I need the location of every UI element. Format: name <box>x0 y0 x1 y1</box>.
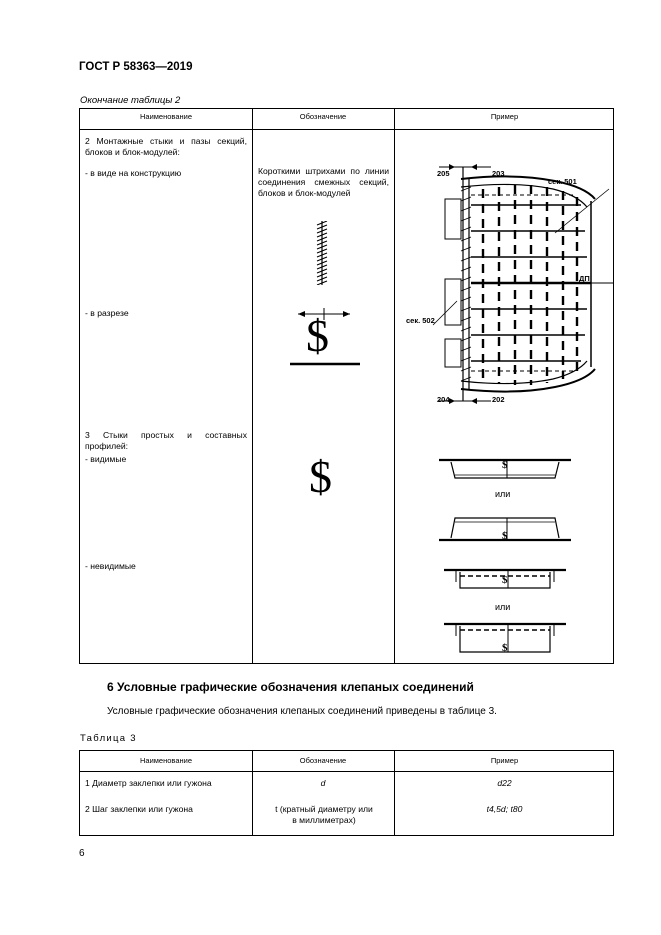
row-item: - видимые <box>85 454 127 464</box>
header-divider <box>80 129 613 130</box>
table-caption: Таблица 3 <box>80 733 137 744</box>
seam-mark: $ <box>502 459 508 471</box>
table-cell: 1 Диаметр заклепки или гужона <box>85 778 212 788</box>
visible-joint-examples <box>439 458 571 542</box>
or-text: или <box>495 489 511 499</box>
header-divider <box>80 771 613 772</box>
column-divider <box>252 751 253 835</box>
row-title: 3 Стыки простых и составных профилей: <box>85 430 247 451</box>
table-caption: Окончание таблицы 2 <box>80 95 181 106</box>
label-dp: ДП <box>579 274 590 283</box>
hull-blocks-drawing <box>432 164 613 404</box>
table-3: Наименование Обозначение Пример 1 Диамет… <box>79 750 614 836</box>
column-header-symbol: Обозначение <box>299 756 347 765</box>
seam-symbol-visible: $ <box>309 451 332 502</box>
column-header-example: Пример <box>490 112 519 121</box>
symbol-description: Короткими штрихами по линии соединения с… <box>258 166 389 198</box>
label-204: 204 <box>437 395 450 404</box>
label-203: 203 <box>492 169 505 178</box>
row-item: - в виде на конструкцию <box>85 168 182 178</box>
row-item: - в разрезе <box>85 308 129 318</box>
table-cell: t4,5d; t80 <box>486 804 523 814</box>
page-number: 6 <box>79 848 85 859</box>
label-205: 205 <box>437 169 450 178</box>
label-sec-502: сек. 502 <box>406 316 435 325</box>
document-number: ГОСТ Р 58363—2019 <box>79 61 193 73</box>
column-header-name: Наименование <box>140 756 192 765</box>
seam-hatch-symbol <box>316 221 328 285</box>
column-header-name: Наименование <box>140 112 192 121</box>
column-divider <box>252 109 253 663</box>
table-cell: 2 Шаг заклепки или гужона <box>85 804 193 814</box>
row-item: - невидимые <box>85 561 136 571</box>
table-cell: d22 <box>497 778 512 788</box>
table-2: Наименование Обозначение Пример 2 Монтаж… <box>79 108 614 664</box>
seam-mark: $ <box>502 642 508 654</box>
label-sec-501: сек. 501 <box>548 177 577 186</box>
invisible-joint-examples <box>444 568 566 653</box>
seam-mark: $ <box>502 574 508 586</box>
or-text: или <box>495 602 511 612</box>
column-divider <box>394 109 395 663</box>
table-cell: t (кратный диаметру или в миллиметрах) <box>275 804 373 825</box>
seam-symbol-large: $ <box>306 310 329 361</box>
section-seam-symbol <box>290 308 360 366</box>
section-heading: 6 Условные графические обозначения клепа… <box>107 680 474 694</box>
label-202: 202 <box>492 395 505 404</box>
column-header-example: Пример <box>490 756 519 765</box>
section-paragraph: Условные графические обозначения клепаны… <box>107 706 497 717</box>
column-header-symbol: Обозначение <box>299 112 347 121</box>
row-title: 2 Монтажные стыки и пазы секций, блоков … <box>85 136 247 157</box>
seam-mark: $ <box>502 530 508 542</box>
table-cell: d <box>320 778 326 788</box>
column-divider <box>394 751 395 835</box>
